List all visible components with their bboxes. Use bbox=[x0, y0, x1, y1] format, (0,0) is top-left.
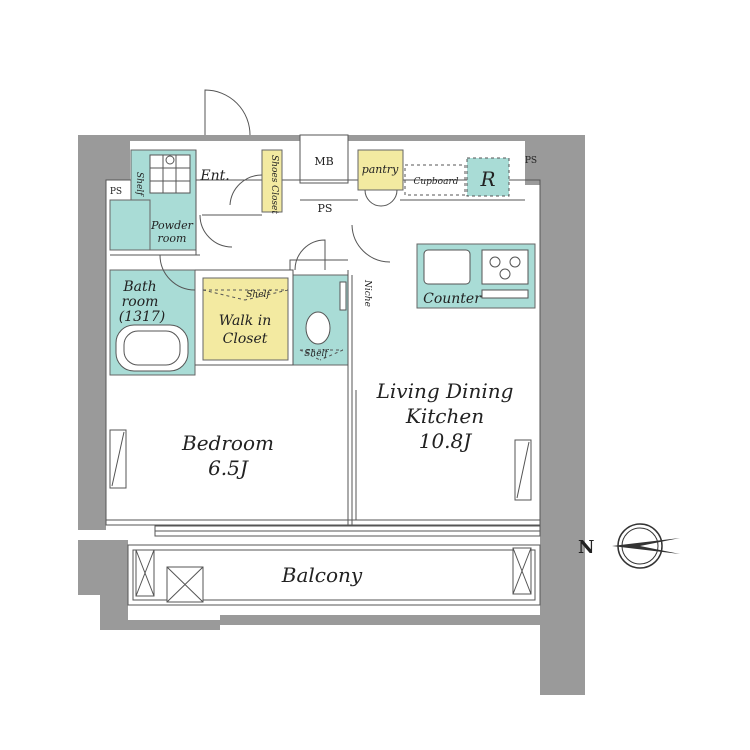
outer-walls bbox=[78, 134, 585, 695]
shoes-closet-label: Shoes Closet bbox=[269, 155, 279, 214]
door-swings bbox=[159, 89, 398, 291]
ps-right-label: PS bbox=[525, 156, 537, 166]
compass-north-label: N bbox=[578, 537, 594, 558]
mb-label: MB bbox=[314, 155, 333, 168]
bathroom-size: (1317) bbox=[119, 309, 166, 325]
ps-left-label: PS bbox=[110, 187, 122, 197]
interior-outline bbox=[105, 179, 541, 526]
shoes-closet-area bbox=[261, 149, 283, 213]
ldk-name-line2: Kitchen bbox=[405, 404, 484, 428]
windows bbox=[109, 429, 541, 537]
niche-label: Niche bbox=[362, 279, 372, 307]
walkin-closet-line1: Walk in bbox=[219, 313, 271, 329]
bathroom-line2: room bbox=[122, 294, 159, 310]
refrigerator-space bbox=[466, 157, 510, 197]
bedroom-size: 6.5J bbox=[208, 456, 249, 480]
entrance-label: Ent. bbox=[199, 168, 229, 184]
shelf-toilet-label: Shelf bbox=[304, 349, 329, 359]
balcony-vents bbox=[135, 547, 532, 603]
pantry-label: pantry bbox=[362, 163, 399, 176]
bathtub-inner bbox=[123, 330, 181, 366]
shelf-walkin-label: Shelf bbox=[246, 290, 271, 300]
refrigerator-label: R bbox=[479, 167, 495, 191]
bathtub bbox=[115, 324, 189, 372]
partitions bbox=[106, 150, 540, 525]
cooktop bbox=[481, 249, 529, 285]
toilet-shelf-lines bbox=[299, 349, 344, 361]
shelf-bath-label: Shelf bbox=[134, 172, 144, 197]
toilet-bowl bbox=[305, 311, 331, 345]
ldk-size: 10.8J bbox=[419, 429, 473, 453]
cupboard-label: Cupboard bbox=[413, 177, 458, 187]
kitchen-sink bbox=[423, 249, 471, 285]
powder-room-line1: Powder bbox=[150, 219, 194, 232]
north-arrow-icon bbox=[612, 523, 680, 569]
washer-space bbox=[109, 199, 151, 251]
ldk-name-line1: Living Dining bbox=[376, 379, 514, 403]
bathroom-line1: Bath bbox=[122, 279, 156, 295]
ps-center-label: PS bbox=[318, 202, 333, 215]
walk-in-closet-area bbox=[202, 277, 289, 361]
bedroom-name: Bedroom bbox=[181, 431, 274, 455]
pantry-area bbox=[357, 149, 404, 191]
shower-grid bbox=[149, 154, 191, 194]
counter-label: Counter bbox=[423, 291, 482, 307]
walkin-closet-line2: Closet bbox=[223, 331, 268, 347]
powder-room-line2: room bbox=[158, 232, 187, 245]
balcony-area bbox=[127, 544, 541, 606]
balcony-label: Balcony bbox=[281, 563, 363, 587]
cupboard-outline bbox=[404, 164, 466, 196]
